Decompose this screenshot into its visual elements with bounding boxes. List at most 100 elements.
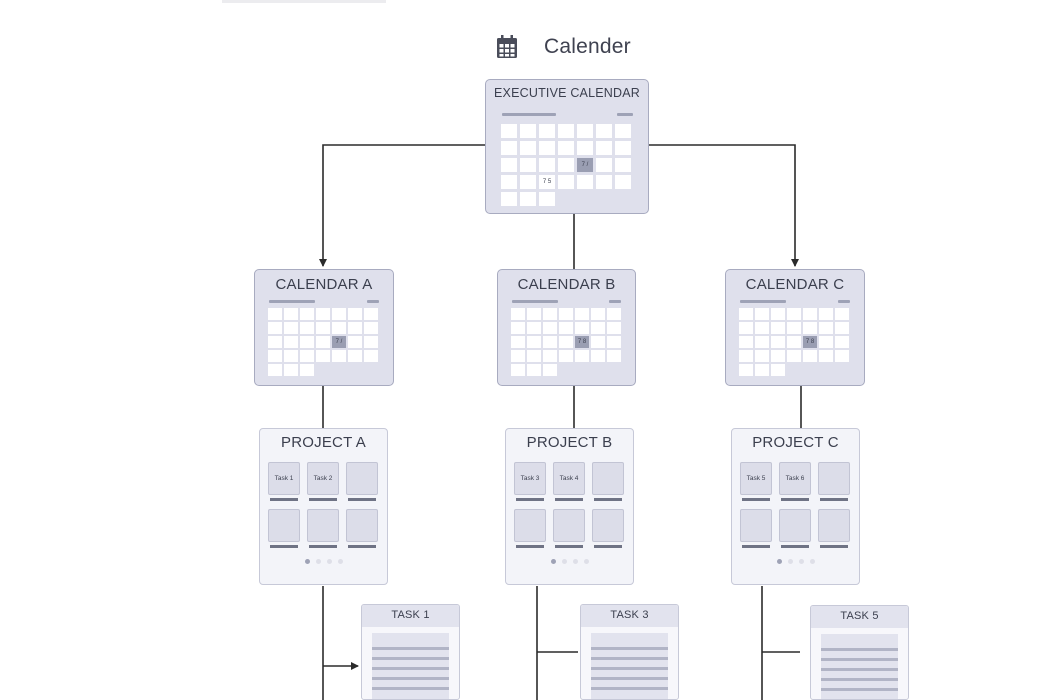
- tile-caption: [742, 545, 770, 548]
- project-c-card: PROJECT C Task 5 Task 6: [731, 428, 860, 585]
- task-tile: [553, 509, 585, 542]
- tile-caption: [820, 498, 848, 501]
- task-tile: Task 5: [740, 462, 772, 495]
- task-tile: [818, 462, 850, 495]
- task-line: [591, 687, 668, 690]
- page-dot: [327, 559, 332, 564]
- task-5-card: TASK 5: [810, 605, 909, 700]
- month-bar: [269, 300, 315, 303]
- tile-caption: [270, 545, 298, 548]
- task-line: [591, 647, 668, 650]
- project-b-title: PROJECT B: [526, 434, 613, 451]
- highlighted-day: 7 /: [332, 336, 346, 348]
- task-line: [372, 647, 449, 650]
- tile-caption: [348, 545, 376, 548]
- project-b-card: PROJECT B Task 3 Task 4: [505, 428, 634, 585]
- task-line: [821, 688, 898, 691]
- tile-caption: [594, 545, 622, 548]
- marked-day: 7 5: [539, 175, 555, 189]
- task-tile: [818, 509, 850, 542]
- page-dot: [573, 559, 578, 564]
- nav-bar: [609, 300, 621, 303]
- task-line: [591, 677, 668, 680]
- tile-caption: [516, 545, 544, 548]
- task-tile: Task 1: [268, 462, 300, 495]
- task-line: [372, 657, 449, 660]
- page-dot: [338, 559, 343, 564]
- calendar-a-title: CALENDAR A: [275, 276, 373, 293]
- tile-caption: [555, 498, 583, 501]
- calendar-a-grid: 7 /: [268, 308, 378, 376]
- task-tile: Task 4: [553, 462, 585, 495]
- calendar-c-grid: 7 8: [739, 308, 849, 376]
- page-dot: [305, 559, 310, 564]
- nav-bar: [838, 300, 850, 303]
- task-tile: [740, 509, 772, 542]
- task-line: [821, 648, 898, 651]
- task-line: [591, 657, 668, 660]
- executive-calendar-card: EXECUTIVE CALENDAR 7 / 7 5: [485, 79, 649, 214]
- task-1-card: TASK 1: [361, 604, 460, 700]
- calendar-b-title: CALENDAR B: [517, 276, 616, 293]
- diagram-title: Calender: [544, 35, 631, 58]
- tile-caption: [742, 498, 770, 501]
- task-tile: Task 3: [514, 462, 546, 495]
- month-bar: [512, 300, 558, 303]
- task-1-title: TASK 1: [391, 609, 430, 621]
- task-tile: [307, 509, 339, 542]
- task-tile: [268, 509, 300, 542]
- calendar-c-card: CALENDAR C 7 8: [725, 269, 865, 386]
- task-card-header: [362, 605, 459, 627]
- task-line: [591, 667, 668, 670]
- tile-caption: [270, 498, 298, 501]
- month-bar: [502, 113, 556, 116]
- highlighted-day: 7 8: [803, 336, 817, 348]
- task-tile: Task 2: [307, 462, 339, 495]
- page-dot: [584, 559, 589, 564]
- task-tile: [346, 462, 378, 495]
- calendar-c-title: CALENDAR C: [745, 276, 845, 293]
- task-tile: [346, 509, 378, 542]
- tile-caption: [309, 545, 337, 548]
- task-line: [821, 658, 898, 661]
- month-bar: [740, 300, 786, 303]
- page-dot: [562, 559, 567, 564]
- page-dot: [551, 559, 556, 564]
- project-a-title: PROJECT A: [281, 434, 366, 451]
- page-dot: [316, 559, 321, 564]
- tile-caption: [309, 498, 337, 501]
- project-a-card: PROJECT A Task 1 Task 2: [259, 428, 388, 585]
- connector-exec-to-a: [319, 144, 486, 267]
- nav-bar: [617, 113, 633, 116]
- page-dot: [777, 559, 782, 564]
- tile-caption: [348, 498, 376, 501]
- executive-calendar-title: EXECUTIVE CALENDAR: [494, 86, 640, 100]
- task-line: [821, 668, 898, 671]
- tile-caption: [781, 545, 809, 548]
- task-line: [372, 677, 449, 680]
- task-3-title: TASK 3: [610, 609, 649, 621]
- task-line: [372, 687, 449, 690]
- task-3-card: TASK 3: [580, 604, 679, 700]
- task-tile: [592, 509, 624, 542]
- tile-caption: [516, 498, 544, 501]
- task-line: [372, 667, 449, 670]
- calendar-b-grid: 7 8: [511, 308, 621, 376]
- connector-exec-to-c: [648, 144, 799, 267]
- highlighted-day: 7 /: [577, 158, 593, 172]
- task-5-title: TASK 5: [840, 610, 879, 622]
- nav-bar: [367, 300, 379, 303]
- task-tile: Task 6: [779, 462, 811, 495]
- calendar-b-card: CALENDAR B 7 8: [497, 269, 636, 386]
- task-tile: [592, 462, 624, 495]
- calendar-icon: [496, 35, 518, 59]
- diagram-header: Calender: [496, 30, 631, 64]
- task-card-header: [811, 606, 908, 628]
- page-dot: [799, 559, 804, 564]
- task-card-header: [581, 605, 678, 627]
- task-line: [821, 678, 898, 681]
- project-c-title: PROJECT C: [752, 434, 839, 451]
- tile-caption: [781, 498, 809, 501]
- executive-calendar-grid: 7 / 7 5: [501, 124, 631, 206]
- task-tile: [514, 509, 546, 542]
